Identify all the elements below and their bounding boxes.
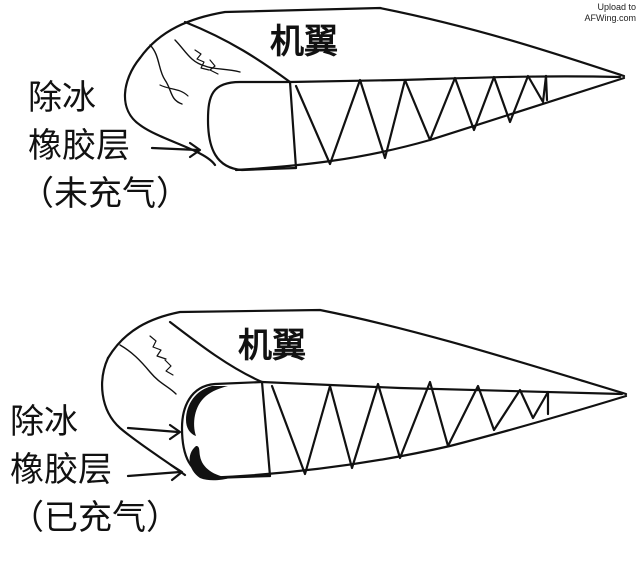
watermark-line1: Upload to (597, 2, 636, 12)
bottom-side-label-line3: （已充气） (10, 498, 180, 538)
top-side-label-line3: （未充气） (20, 174, 190, 214)
top-wing-upper-surface (138, 6, 626, 78)
bottom-arrow-lower (126, 463, 184, 482)
bottom-wing-title: 机翼 (238, 326, 306, 366)
bottom-wing-lower-surface (203, 394, 628, 480)
top-wing-title: 机翼 (270, 22, 338, 62)
bottom-wing-upper-surface (106, 308, 628, 396)
top-deice-boot (206, 80, 298, 172)
top-side-label-line2: 橡胶层 (28, 126, 130, 166)
bottom-side-label-line2: 橡胶层 (10, 450, 112, 490)
bottom-deice-boot-inflated-upper (186, 386, 228, 436)
watermark-line2: AFWing.com (584, 13, 636, 23)
bottom-side-label-line1: 除冰 (10, 402, 78, 442)
bottom-wing-truss (270, 380, 550, 476)
bottom-side-label: 除冰 橡胶层 （已充气） (10, 398, 180, 542)
top-arrow (150, 141, 202, 159)
top-wing-truss (294, 74, 548, 166)
bottom-deice-boot-inflated-lower (189, 446, 230, 481)
bottom-arrow-upper (126, 423, 182, 441)
top-wing (123, 6, 626, 172)
bottom-wing (101, 308, 628, 481)
top-side-label-line1: 除冰 (28, 78, 96, 118)
top-side-label: 除冰 橡胶层 （未充气） (20, 74, 190, 218)
watermark: Upload to AFWing.com (584, 2, 636, 24)
